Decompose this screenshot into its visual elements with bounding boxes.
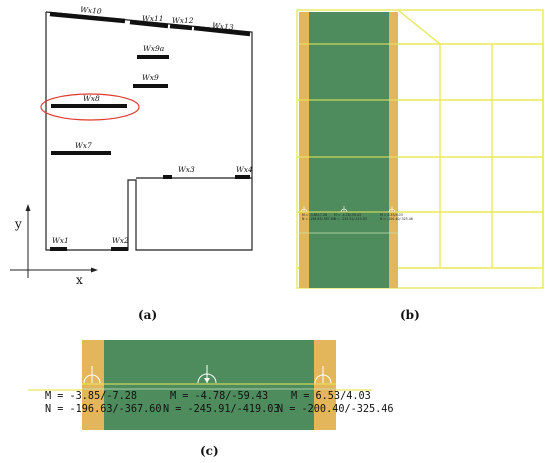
axis-x-label: x — [76, 273, 83, 287]
axis-y-label: y — [14, 217, 22, 231]
wall-wx12 — [169, 23, 193, 31]
result-right-n: N = -200.40/-325.46 — [277, 404, 394, 415]
caption-b: (b) — [400, 308, 420, 322]
label-wx8: Wx8 — [83, 94, 100, 103]
mini-right-m: M = 6.53/4.03 — [380, 213, 403, 217]
section-body — [104, 340, 314, 430]
label-wx9a: Wx9a — [143, 44, 164, 53]
section-edge-left — [82, 340, 104, 430]
label-wx12: Wx12 — [172, 16, 194, 25]
moment-marker-mid — [197, 365, 217, 384]
label-wx10: Wx10 — [80, 5, 102, 16]
wall-edge-right — [389, 12, 398, 288]
label-wx7: Wx7 — [75, 141, 92, 150]
result-left-n: N = -196.63/-367.60 — [45, 404, 162, 415]
caption-c: (c) — [200, 444, 219, 458]
result-mid-m: M = -4.78/-59.43 — [170, 391, 268, 402]
result-mid-n: N = -245.91/-419.03 — [163, 404, 280, 415]
mini-left-m: M = -3.85/-7.28 — [302, 213, 327, 217]
wall-wx11 — [129, 19, 169, 29]
axis-y-arrow — [25, 204, 31, 211]
label-wx3: Wx3 — [178, 165, 195, 174]
highlight-ellipse — [40, 93, 140, 121]
wall-body — [309, 12, 389, 288]
plan-outline — [45, 11, 253, 251]
label-wx11: Wx11 — [142, 14, 163, 23]
wall-wx10 — [49, 11, 126, 24]
mini-markers — [300, 206, 396, 213]
result-right-m: M = 6.53/4.03 — [291, 391, 371, 402]
moment-marker-left — [83, 366, 101, 384]
wall-edge-left — [299, 12, 309, 288]
mini-mid-n: N = -245.91/-419.03 — [334, 217, 367, 221]
result-left-m: M = -3.85/-7.28 — [45, 391, 137, 402]
label-wx9: Wx9 — [142, 73, 159, 82]
label-wx2: Wx2 — [112, 236, 129, 245]
panel-c: M = -3.85/-7.28 N = -196.63/-367.60 M = … — [28, 340, 394, 458]
wall-wx13 — [193, 25, 251, 37]
label-wx13: Wx13 — [212, 21, 234, 32]
mini-right-n: N = -200.40/-325.46 — [380, 217, 413, 221]
mini-mid-m: M = -4.78/-59.43 — [334, 213, 361, 217]
axis-x-arrow — [91, 267, 98, 273]
moment-marker-right — [314, 366, 332, 384]
panel-b: M = -3.85/-7.28 N = -196.63/-367.60 M = … — [296, 9, 544, 322]
mini-left-n: N = -196.63/-367.60 — [302, 217, 335, 221]
label-wx4: Wx4 — [236, 165, 253, 174]
label-wx1: Wx1 — [52, 236, 69, 245]
panel-a: Wx10 Wx11 Wx12 Wx13 Wx9a Wx9 Wx8 Wx7 Wx3… — [10, 5, 253, 322]
caption-a: (a) — [138, 308, 157, 322]
section-edge-right — [314, 340, 336, 430]
frame-top-left — [397, 9, 441, 45]
